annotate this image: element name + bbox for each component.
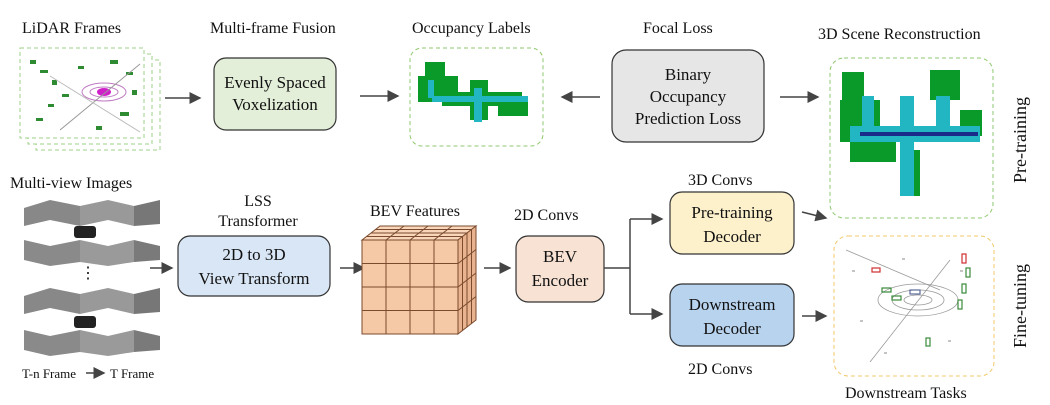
voxelization-line1: Evenly Spaced xyxy=(224,73,326,92)
occupancy-labels-label: Occupancy Labels xyxy=(412,20,531,37)
frame-to-label: T Frame xyxy=(110,366,154,381)
downstream-decoder-line2: Decoder xyxy=(703,319,761,338)
focal-loss-label: Focal Loss xyxy=(643,20,713,37)
lidar-frames-image xyxy=(19,47,161,151)
multi-frame-fusion-label: Multi-frame Fusion xyxy=(210,20,336,37)
multi-view-images-label: Multi-view Images xyxy=(10,175,132,192)
frame-from-label: T-n Frame xyxy=(22,366,76,381)
pretraining-side-label: Pre-training xyxy=(1010,97,1030,183)
downstream-tasks-label: Downstream Tasks xyxy=(845,385,967,402)
downstream-decoder-box: Downstream Decoder xyxy=(669,283,795,347)
finetuning-side-label: Fine-tuning xyxy=(1010,264,1030,348)
occupancy-loss-line1: Binary xyxy=(665,65,712,84)
view-transform-line1: 2D to 3D xyxy=(222,245,285,264)
pretraining-decoder-line2: Decoder xyxy=(703,227,761,246)
pretraining-decoder-box: Pre-training Decoder xyxy=(669,191,795,255)
ellipsis: ⋮ xyxy=(80,265,96,282)
branch-connector xyxy=(604,213,664,320)
lidar-frames-label: LiDAR Frames xyxy=(22,20,121,37)
bev-features-cube xyxy=(360,224,478,336)
view-transform-line2: View Transform xyxy=(199,269,310,288)
lss-label-line1: LSS xyxy=(244,193,272,210)
bev-encoder-box: BEV Encoder xyxy=(515,235,605,303)
occupancy-loss-box: Binary Occupancy Prediction Loss xyxy=(611,49,765,143)
downstream-decoder-line1: Downstream xyxy=(689,295,776,314)
scene-reconstruction-image xyxy=(829,57,994,219)
occupancy-labels-image xyxy=(409,47,544,147)
multi-view-images-image: ⋮ xyxy=(24,200,160,356)
occupancy-loss-line3: Prediction Loss xyxy=(635,109,741,128)
conv2d-top-label: 2D Convs xyxy=(514,207,578,224)
downstream-tasks-image xyxy=(833,235,995,377)
lss-label-line2: Transformer xyxy=(218,213,298,230)
bev-encoder-line1: BEV xyxy=(543,247,578,266)
scene-reconstruction-label: 3D Scene Reconstruction xyxy=(818,26,981,43)
occupancy-loss-line2: Occupancy xyxy=(650,87,727,106)
view-transform-box: 2D to 3D View Transform xyxy=(177,235,331,297)
voxelization-box: Evenly Spaced Voxelization xyxy=(213,57,337,131)
bev-features-label: BEV Features xyxy=(370,203,460,220)
conv3d-label: 3D Convs xyxy=(688,172,752,189)
bev-encoder-line2: Encoder xyxy=(532,271,589,290)
voxelization-line2: Voxelization xyxy=(232,95,318,114)
pretraining-decoder-line1: Pre-training xyxy=(691,203,773,222)
arrow-decoder-to-reconstruction xyxy=(801,209,828,222)
conv2d-bottom-label: 2D Convs xyxy=(688,361,752,378)
